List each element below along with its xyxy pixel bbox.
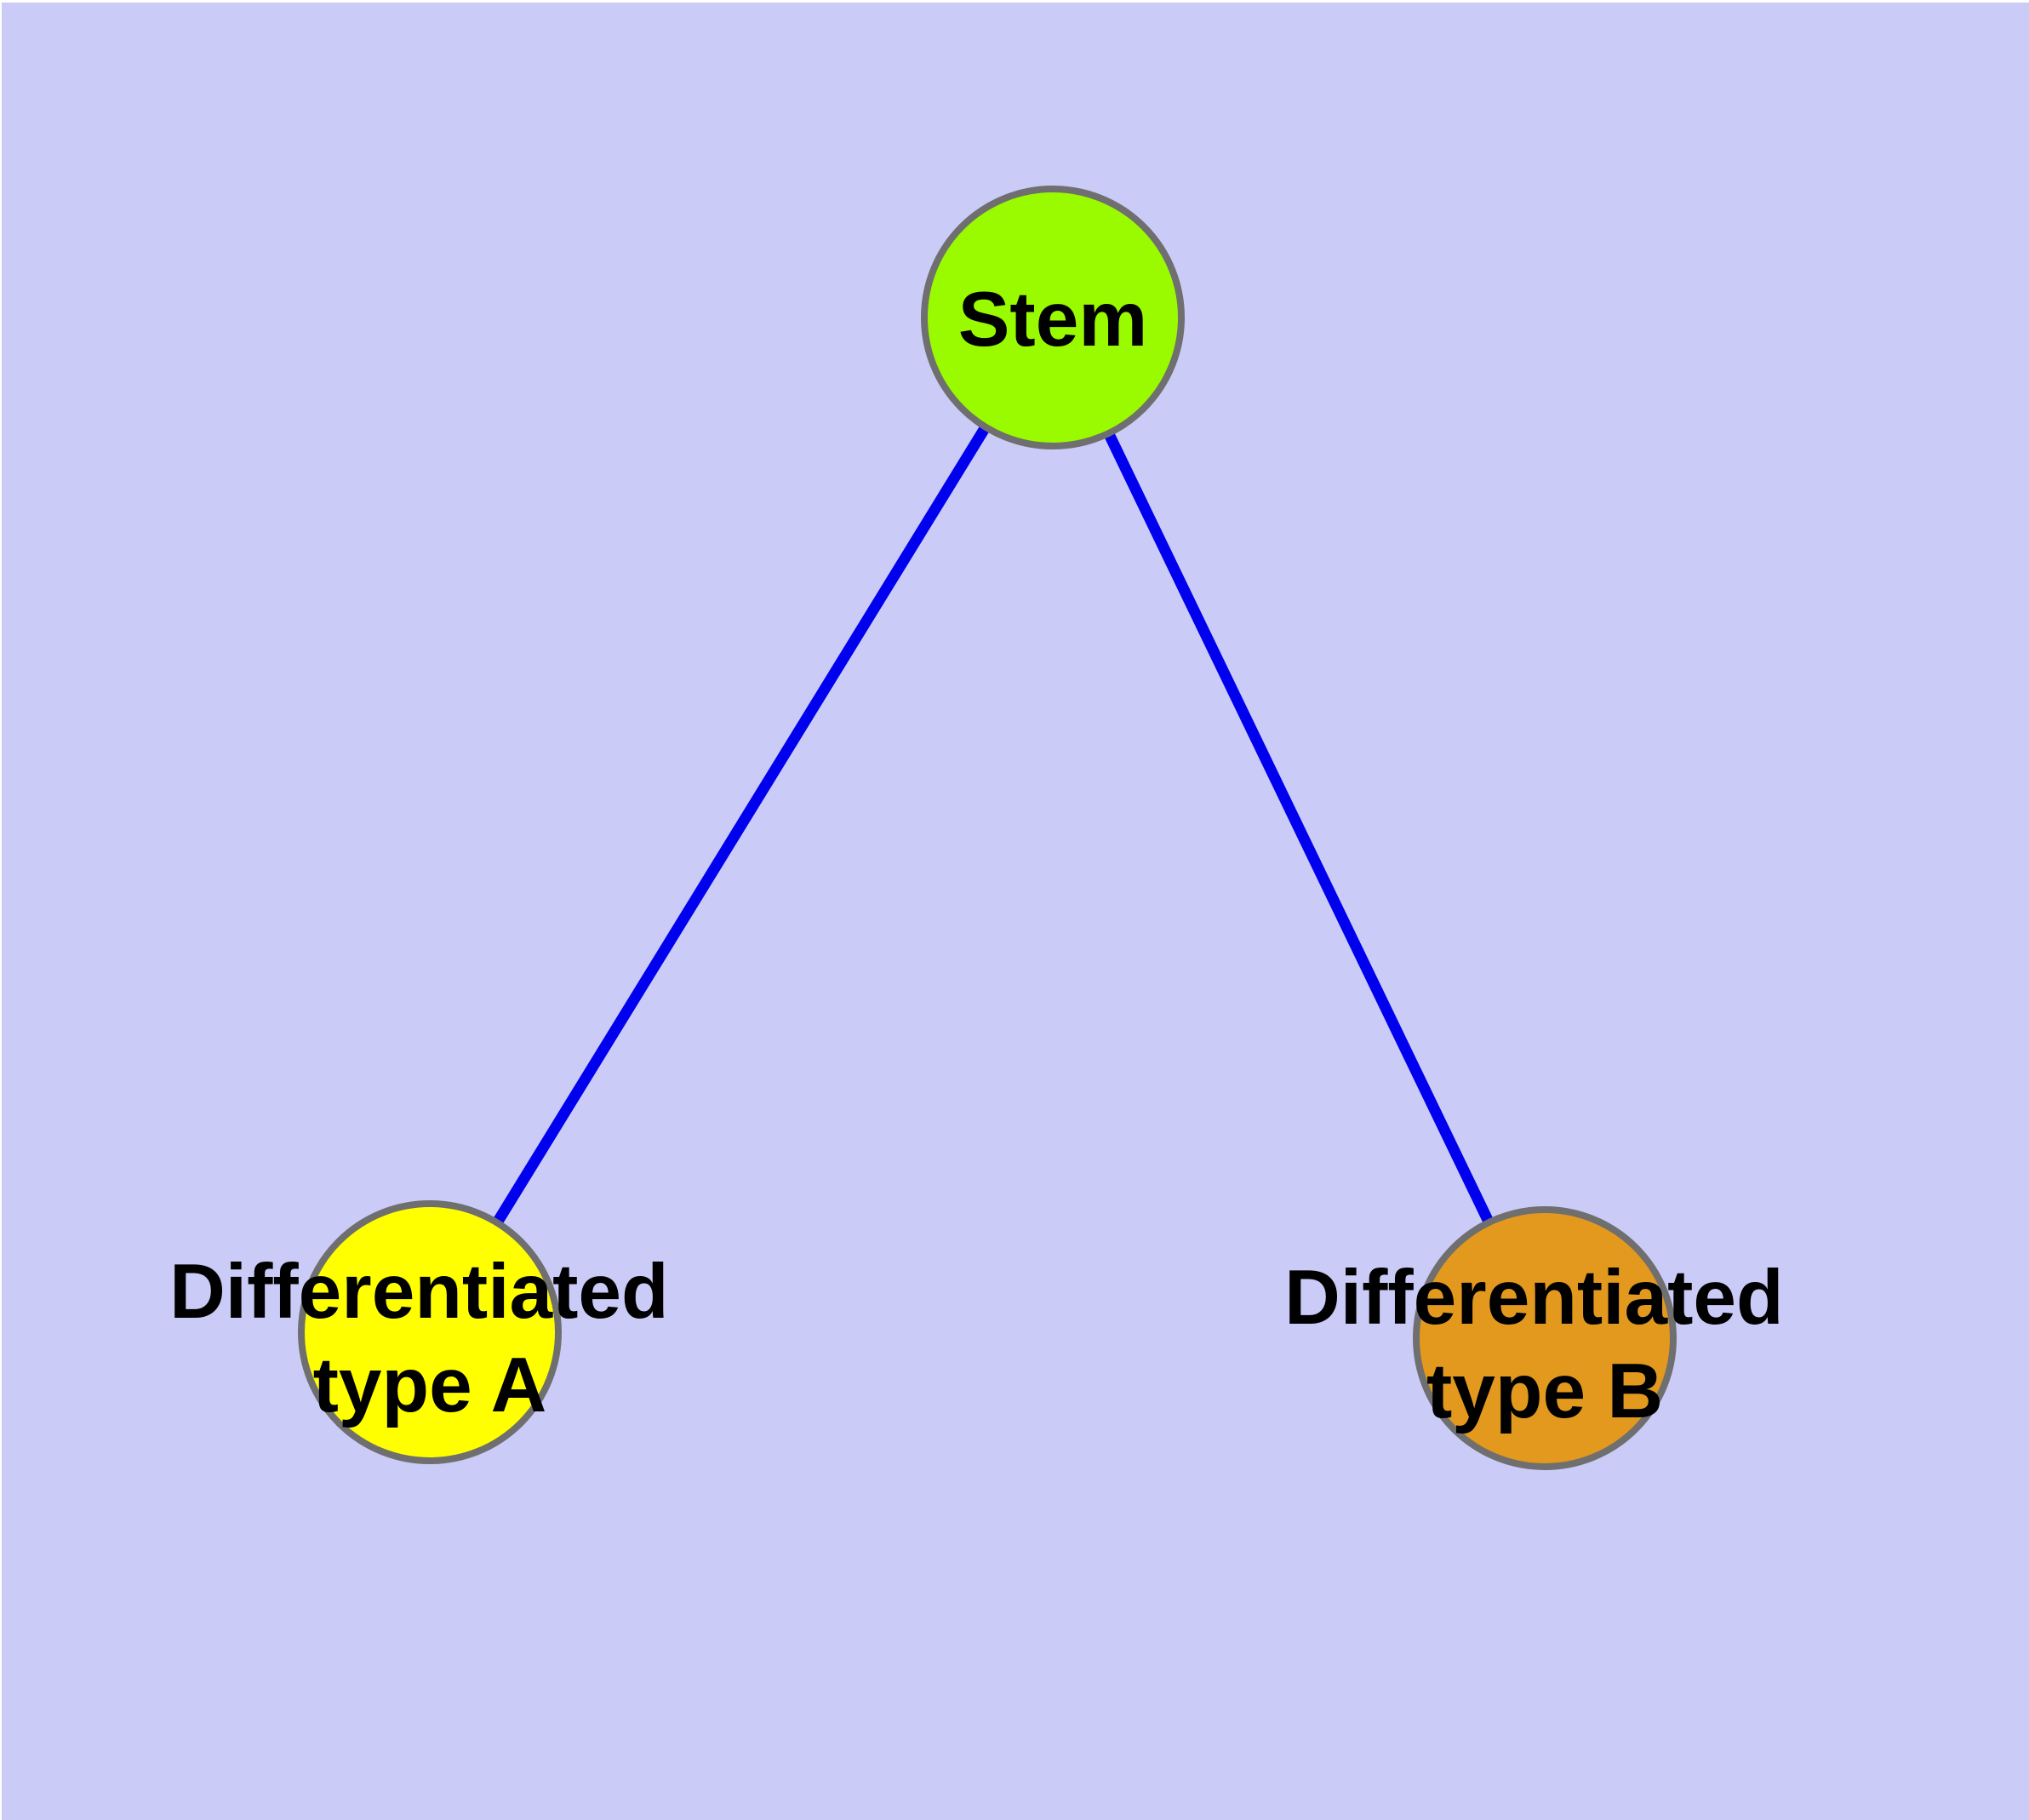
node-differentiated-type-a-circle <box>298 1200 562 1464</box>
node-stem-label: Stem <box>958 277 1148 363</box>
edge-stem-to-type-b <box>1048 315 1550 1341</box>
node-differentiated-type-a-label-line1: Differentiated <box>169 1249 669 1335</box>
node-differentiated-type-a-label-line2: type A <box>313 1342 547 1428</box>
node-differentiated-type-b-circle <box>1413 1206 1677 1470</box>
node-differentiated-type-a-label: Differentiated type A <box>169 1249 690 1428</box>
edge-stem-to-type-a <box>425 314 1058 1336</box>
node-stem-circle <box>921 186 1185 449</box>
node-differentiated-type-b-label: Differentiated type B <box>1284 1255 1805 1434</box>
node-differentiated-type-b-label-line1: Differentiated <box>1284 1255 1784 1341</box>
node-differentiated-type-b-label-line2: type B <box>1426 1348 1663 1434</box>
